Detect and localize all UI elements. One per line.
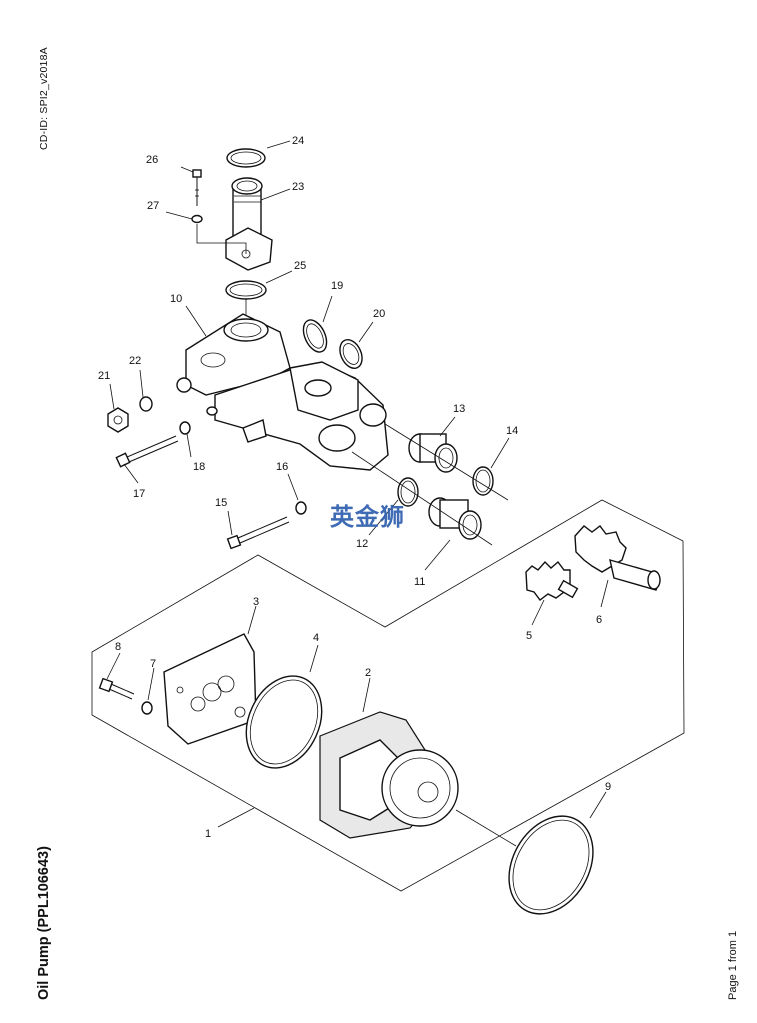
callout-14: 14 [506,425,518,437]
bolt-17 [115,435,179,468]
washer-7 [141,701,153,715]
callout-11: 11 [414,576,425,588]
cover-3 [163,633,257,745]
callout-16: 16 [276,461,288,473]
washer-16 [295,501,307,515]
callout-6: 6 [596,614,602,626]
bolt-26 [192,169,202,206]
callout-18: 18 [193,461,205,473]
callout-20: 20 [373,308,385,320]
gasket-25 [225,280,267,300]
pump-housing-10 [176,313,389,471]
callout-17: 17 [133,488,145,500]
washer-27 [191,214,203,224]
callout-1: 1 [205,828,211,840]
callout-3: 3 [253,596,259,608]
callout-12: 12 [356,538,368,550]
assembly-frame [91,499,685,892]
callout-2: 2 [365,667,371,679]
callout-25: 25 [294,260,306,272]
gear-5 [525,560,579,601]
connector-11 [428,497,482,540]
callout-5: 5 [526,630,532,642]
gasket-24 [226,148,266,168]
gasket-20 [339,339,363,369]
seal-ring-22 [139,396,153,412]
callout-15: 15 [215,497,227,509]
washer-18 [179,421,191,435]
watermark-logo: 英金狮 [330,503,405,531]
callout-4: 4 [313,632,319,644]
callout-26: 26 [146,154,158,166]
callout-labels: 24 23 26 27 25 10 19 20 22 21 13 14 16 1… [98,135,611,840]
gear-6 [574,525,661,591]
callout-9: 9 [605,781,611,793]
pump-body-2 [319,711,459,839]
bolt-8 [98,677,135,700]
callout-24: 24 [292,135,304,147]
callout-8: 8 [115,641,121,653]
callout-10: 10 [170,293,182,305]
outlet-pipe-23 [225,177,273,271]
callout-27: 27 [147,200,159,212]
callout-19: 19 [331,280,343,292]
o-ring-4 [245,675,323,769]
ring-12 [397,477,419,507]
gasket-19 [302,319,328,353]
ring-14 [472,466,494,496]
plug-21 [107,407,129,433]
callout-13: 13 [453,403,465,415]
callout-21: 21 [98,370,110,382]
callout-22: 22 [129,355,141,367]
callout-23: 23 [292,181,304,193]
leader-lines [106,140,609,828]
o-ring-9 [508,815,594,915]
callout-7: 7 [150,658,156,670]
connector-13 [408,433,458,473]
bolt-15 [226,516,290,550]
